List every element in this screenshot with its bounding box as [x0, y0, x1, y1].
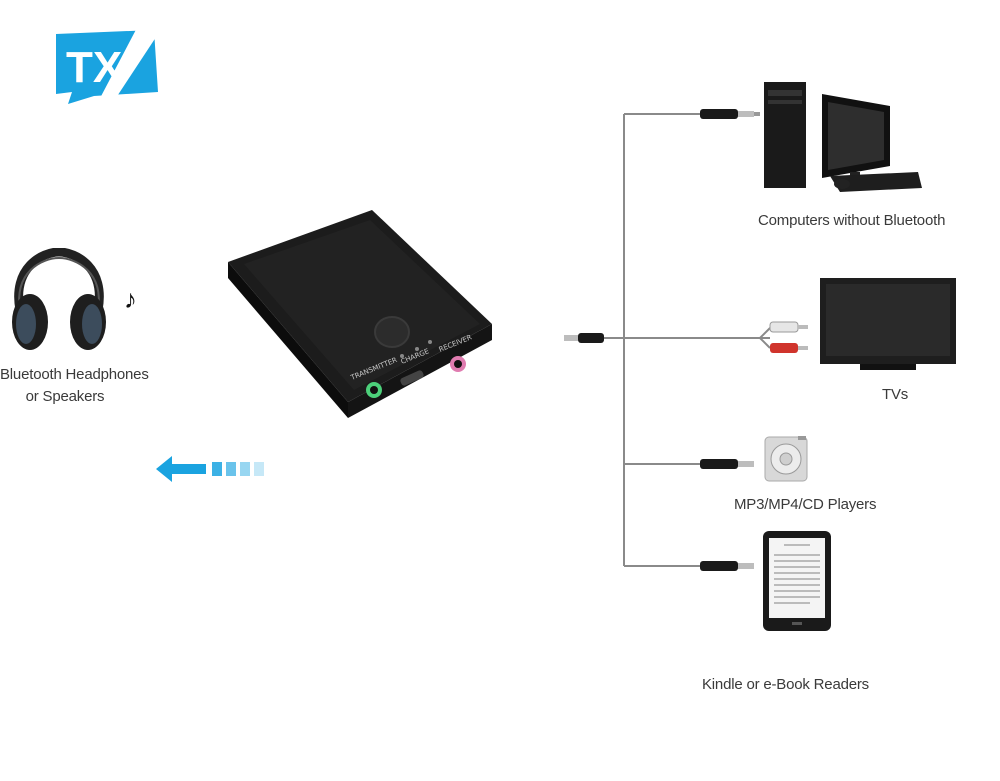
- jack-mp3: [700, 459, 754, 469]
- bluetooth-transmitter-device: TRANSMITTER CHARGE RECEIVER: [228, 210, 492, 418]
- headphones-label-line1: Bluetooth Headphones: [0, 366, 149, 383]
- mp3-player-icon: [764, 436, 808, 482]
- logo-text: TX: [66, 43, 122, 92]
- tv-icon: [820, 278, 956, 370]
- headphones-label: Bluetooth Headphones or Speakers: [0, 364, 149, 408]
- transmit-arrow-icon: [156, 456, 264, 482]
- ebook-label: Kindle or e-Book Readers: [702, 676, 869, 693]
- cable-tree: [564, 109, 808, 571]
- headphones-label-line2: or Speakers: [25, 388, 105, 405]
- ebook-reader-icon: [763, 531, 831, 631]
- jack-source: [564, 333, 604, 343]
- rca-plugs: [759, 321, 808, 353]
- jack-computer: [700, 109, 760, 119]
- power-button: [374, 316, 410, 348]
- computer-label: Computers without Bluetooth: [758, 212, 946, 229]
- mp3-label: MP3/MP4/CD Players: [734, 496, 877, 513]
- tx-logo: TX: [56, 22, 162, 110]
- music-note-icon: ♪: [124, 284, 137, 314]
- charge-port: [400, 370, 424, 386]
- jack-ebook: [700, 561, 754, 571]
- desktop-computer-icon: [764, 82, 922, 192]
- headphones-icon: [12, 248, 106, 350]
- tv-label: TVs: [882, 386, 909, 403]
